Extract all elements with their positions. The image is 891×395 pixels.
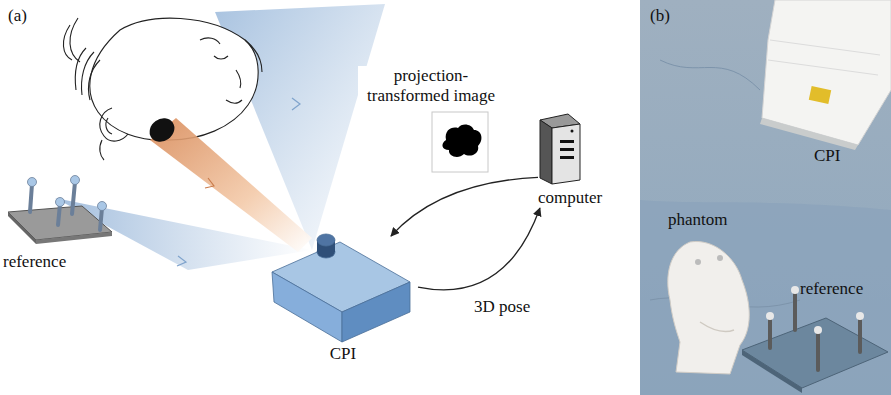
skull-hole [145, 114, 179, 147]
panel-label: (a) [8, 6, 27, 26]
projected-image [432, 112, 488, 172]
part-name: phantom [668, 210, 728, 230]
node-label: CPI [268, 344, 418, 364]
projector-icon [272, 234, 410, 342]
edge-label: projection-transformed image [358, 66, 504, 105]
panel-label: (b) [650, 6, 670, 26]
probe-tube [150, 118, 312, 252]
curved-arrow [418, 208, 540, 290]
part-name: CPI [814, 146, 840, 166]
node-label: computer [538, 188, 634, 208]
reference-plate [8, 176, 112, 245]
beam-mark [177, 256, 186, 266]
edge-label: 3D pose [472, 297, 532, 317]
head-sketch [63, 18, 262, 160]
beam-mark [205, 178, 214, 188]
photograph [640, 0, 891, 395]
reference-node: reference [3, 172, 119, 272]
beam-mark [292, 98, 300, 110]
computer-icon [540, 114, 580, 184]
computer-node: computer [538, 112, 634, 208]
projector-node: CPI [268, 236, 418, 364]
part-name: reference [800, 279, 863, 299]
curved-arrow [391, 177, 538, 236]
node-label: reference [3, 252, 119, 272]
